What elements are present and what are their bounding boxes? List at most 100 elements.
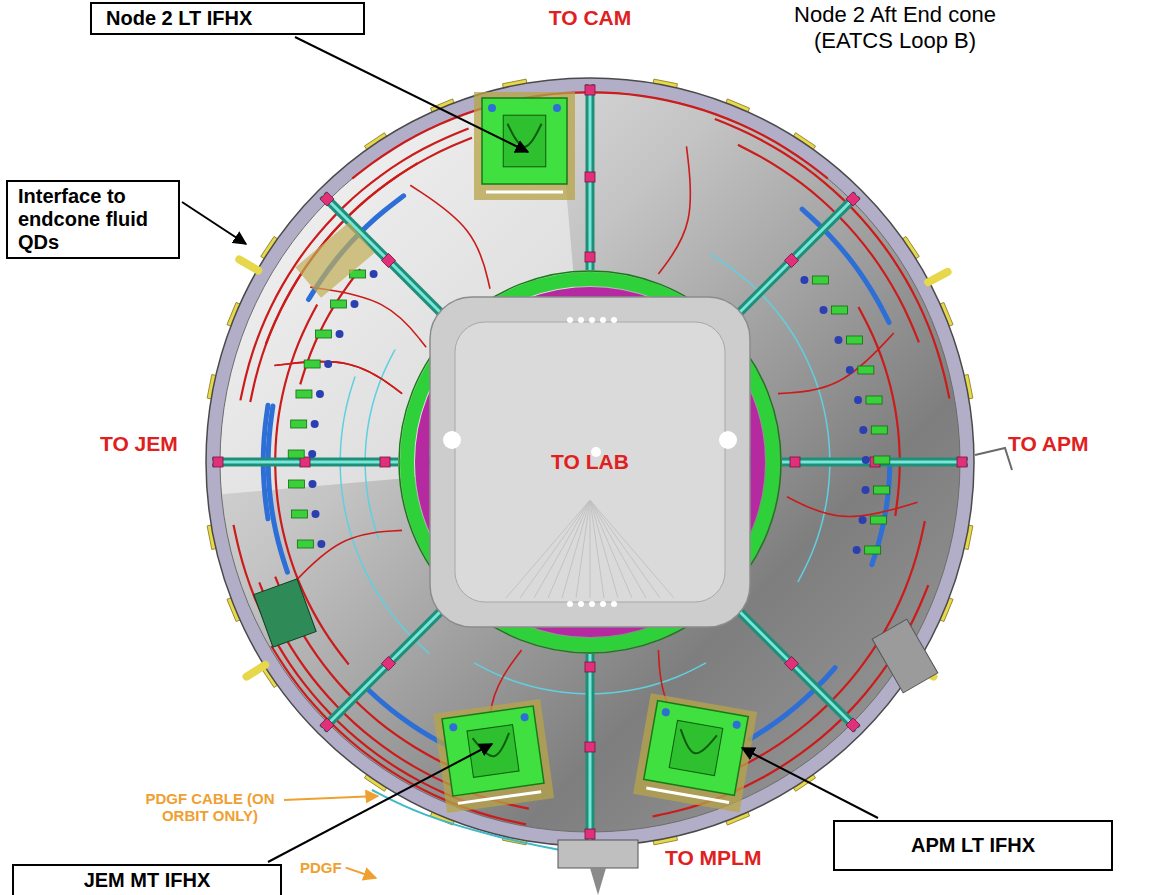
qd-connector (331, 300, 347, 308)
spoke-fitting (380, 457, 390, 467)
heat-exchanger (433, 699, 554, 813)
plate-qd (488, 104, 496, 112)
plate-pipe (458, 792, 541, 804)
plate-qd (732, 720, 741, 729)
qd-cap (317, 540, 325, 548)
spoke (726, 195, 858, 327)
spoke-fitting (381, 656, 395, 670)
magenta-ring (422, 294, 758, 630)
callout-text: APM LT IFHX (847, 834, 1099, 857)
fluid-line (802, 209, 889, 322)
hatch-rib (590, 500, 674, 598)
qd-connector (866, 396, 882, 404)
radial-wire (787, 497, 918, 517)
hatch-bolt (589, 317, 595, 323)
callout-box: Node 2 LT IFHX (90, 2, 365, 35)
callout-box: APM LT IFHX (833, 820, 1113, 871)
hatch-rib (562, 500, 590, 598)
qd-connector (291, 420, 307, 428)
direction-label: TO CAM (549, 6, 631, 30)
callout-box: Interface to endcone fluid QDs (6, 180, 180, 259)
qd-connector (831, 306, 847, 314)
pdgf-cable (372, 790, 560, 850)
spoke-core (726, 598, 858, 730)
rim-outer-edge (206, 78, 974, 846)
hatch-rib (590, 500, 604, 598)
spoke-fitting (790, 457, 800, 467)
spoke-fitting (381, 253, 395, 267)
qd-cap (336, 330, 344, 338)
pdgf-fixture (558, 840, 638, 868)
direction-label: TO JEM (100, 432, 178, 456)
hatch-rib (590, 500, 591, 598)
plate-pipe (646, 788, 729, 803)
qd-cap (853, 546, 861, 554)
plate-qd (661, 708, 670, 717)
spoke-fitting (585, 662, 595, 672)
endcone-shell (213, 85, 967, 839)
callout-text: Node 2 LT IFHX (106, 7, 349, 30)
hatch-rib (520, 500, 590, 598)
radial-wire (274, 362, 402, 394)
plate-core (669, 720, 723, 775)
plate-qd (520, 713, 529, 722)
leader-arrow (295, 37, 528, 152)
spoke-fitting (846, 192, 860, 206)
spoke-fitting (585, 85, 595, 95)
qd-connector (858, 366, 874, 374)
spoke-fitting (320, 192, 334, 206)
leader-arrow (284, 796, 378, 800)
green-ring-edge (399, 271, 781, 653)
hatch-port (719, 431, 737, 449)
antenna (975, 448, 1012, 470)
spoke-fitting (846, 718, 860, 732)
direction-label: TO APM (1008, 432, 1089, 456)
spoke-fitting (585, 172, 595, 182)
qd-cap (846, 366, 854, 374)
callout-text: Interface to endcone fluid QDs (18, 185, 168, 254)
hatch-ring-bg (430, 302, 750, 622)
qd-cap (800, 276, 808, 284)
diagram-title: Node 2 Aft End cone (EATCS Loop B) (780, 2, 1010, 55)
leader-arrow (182, 202, 246, 244)
avionics-box (254, 579, 316, 647)
hatch-bolt (600, 601, 606, 607)
hatch-bolt (611, 601, 617, 607)
qd-connector (870, 516, 886, 524)
qd-cap (854, 396, 862, 404)
qd-connector (874, 456, 890, 464)
hatch-bolt (611, 317, 617, 323)
qd-connector (304, 360, 320, 368)
qd-cap (308, 480, 316, 488)
side-panel (872, 619, 938, 693)
spoke-fitting (784, 253, 798, 267)
radial-wire (778, 333, 894, 394)
qd-cap (819, 306, 827, 314)
spoke-fitting (957, 457, 967, 467)
hatch-outer (430, 297, 750, 627)
plate-pipe (677, 729, 717, 756)
heat-exchanger (633, 693, 757, 812)
direction-label: TO LAB (551, 450, 629, 474)
spoke (726, 598, 858, 730)
plate-qd (553, 104, 561, 112)
spoke-core (726, 195, 858, 327)
spoke-core (323, 598, 455, 730)
hatch-bolt (578, 601, 584, 607)
qd-connector (297, 540, 313, 548)
plate-frame (433, 699, 554, 813)
plate-core (503, 115, 546, 167)
hatch-rib (590, 500, 646, 598)
direction-label: PDGF CABLE (ON ORBIT ONLY) (140, 790, 280, 825)
hatch-bolt (578, 317, 584, 323)
spoke-fitting (585, 742, 595, 752)
leader-arrow (742, 748, 878, 818)
wire-harness (858, 307, 899, 516)
hatch-rib (506, 500, 590, 598)
plate-frame (474, 92, 575, 200)
qd-cap (308, 450, 316, 458)
qd-cap (859, 426, 867, 434)
spoke-fitting (213, 457, 223, 467)
leader-lines (182, 37, 878, 878)
